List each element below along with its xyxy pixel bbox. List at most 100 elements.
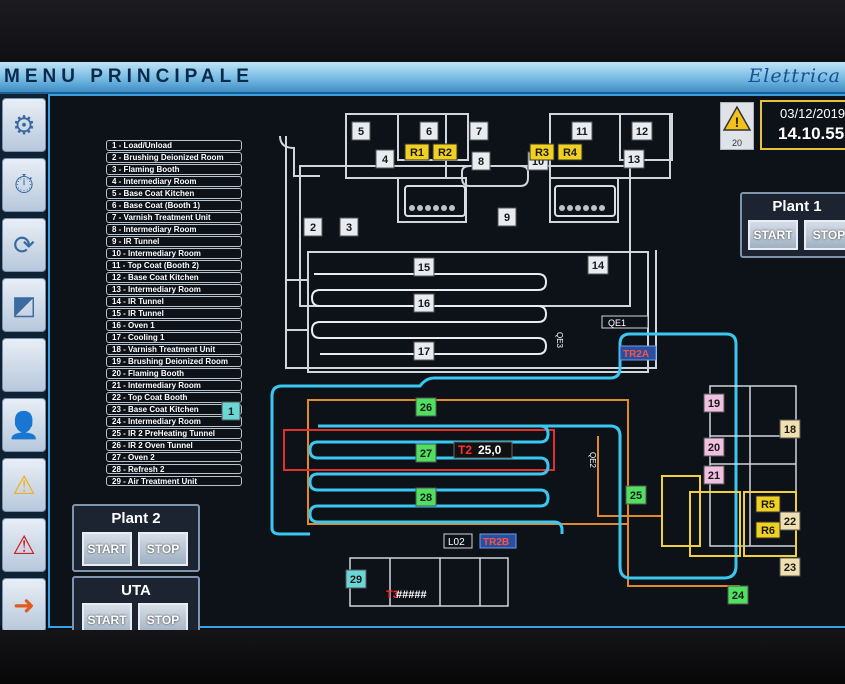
robot-r5-box[interactable] [755,495,781,513]
zone-17-box[interactable] [413,341,435,361]
brand-logo: Elettrica [748,65,841,87]
zone-22-box[interactable] [779,511,801,531]
zone-list-item[interactable]: 14 - IR Tunnel [106,295,242,307]
zone-list-item[interactable]: 24 - Intermediary Room [106,415,242,427]
zone-list-item[interactable]: 3 - Flaming Booth [106,163,242,175]
hmi-screen: MENU PRINCIPALE Elettrica ⚙ ⏱ ⟳ ◩ 👤 ⚠ ⚠ ➜ 1 - L… [0,62,845,642]
t2-value: 25,0 [478,443,502,457]
zone-14-label: 14 [592,260,605,272]
zone-list-item[interactable]: 4 - Intermediary Room [106,175,242,187]
zone-1-label: 1 [228,406,234,418]
zone-list-item[interactable]: 28 - Refresh 2 [106,463,242,475]
monitor-bezel-bottom [0,630,845,684]
zone-list-item[interactable]: 22 - Top Coat Booth [106,391,242,403]
zone-list-item[interactable]: 9 - IR Tunnel [106,235,242,247]
refresh-button[interactable]: ⟳ [2,218,46,272]
zone-list-item[interactable]: 1 - Load/Unload [106,140,242,151]
robot-r4-box[interactable] [557,143,583,161]
zone-list-item[interactable]: 25 - IR 2 PreHeating Tunnel [106,427,242,439]
warning-icon: ! [722,105,752,131]
zone-6-box[interactable] [419,121,439,141]
zone-25-box[interactable] [625,485,647,505]
plant2-stop-button[interactable]: STOP [138,532,188,566]
robot-r1-box[interactable] [404,143,430,161]
zone-19-box[interactable] [703,393,725,413]
zone-list-item[interactable]: 19 - Brushing Deionized Room [106,355,242,367]
plant1-start-button[interactable]: START [748,220,798,250]
zone-list-item[interactable]: 15 - IR Tunnel [106,307,242,319]
zone-29-box[interactable] [345,569,367,589]
robot-r2-box[interactable] [432,143,458,161]
blank-button[interactable] [2,338,46,392]
zone-27-box[interactable] [415,443,437,463]
zone-list-item[interactable]: 10 - Intermediary Room [106,247,242,259]
zone-21-box[interactable] [703,465,725,485]
zone-29-label: 29 [350,574,362,586]
zone-12-box[interactable] [631,121,653,141]
zone-14-box[interactable] [587,255,609,275]
user-key-button[interactable]: 👤 [2,398,46,452]
zone-4-box[interactable] [375,149,395,169]
zone-24-box[interactable] [727,585,749,605]
zone-9-box[interactable] [497,207,517,227]
zone-11-box[interactable] [571,121,593,141]
zone-20-box[interactable] [703,437,725,457]
gear-button[interactable]: ⚙ [2,98,46,152]
zone-8-box[interactable] [471,151,491,171]
zone-3-box[interactable] [339,217,359,237]
plant2-start-button[interactable]: START [82,532,132,566]
robot-r6-box[interactable] [755,521,781,539]
alarm-button[interactable]: ⚠ [2,518,46,572]
zone-list-item[interactable]: 2 - Brushing Deionized Room [106,151,242,163]
zone-list-item[interactable]: 17 - Cooling 1 [106,331,242,343]
date-display: 03/12/2019 [780,106,845,121]
title-bar: MENU PRINCIPALE Elettrica [0,62,845,94]
zone-18-box[interactable] [779,419,801,439]
plant1-stop-button[interactable]: STOP [804,220,845,250]
zone-list-item[interactable]: 7 - Varnish Treatment Unit [106,211,242,223]
warning-button[interactable]: ⚠ [2,458,46,512]
zone-list-item[interactable]: 13 - Intermediary Room [106,283,242,295]
zone-list-item[interactable]: 21 - Intermediary Room [106,379,242,391]
svg-text:!: ! [735,114,740,130]
zone-15-box[interactable] [413,257,435,277]
zone-28-box[interactable] [415,487,437,507]
zone-27-label: 27 [420,448,432,460]
zone-list-item[interactable]: 20 - Flaming Booth [106,367,242,379]
zone-list-item[interactable]: 8 - Intermediary Room [106,223,242,235]
monitor-bezel-top [0,0,845,62]
tr2b-label: TR2B [483,537,509,548]
zone-25-label: 25 [630,490,642,502]
screen-button[interactable]: ◩ [2,278,46,332]
zone-list-item[interactable]: 23 - Base Coat Kitchen [106,403,242,415]
robot-r3-box[interactable] [529,143,555,161]
zone-7-box[interactable] [469,121,489,141]
zone-13-box[interactable] [623,149,645,169]
zone-list-item[interactable]: 18 - Varnish Treatment Unit [106,343,242,355]
zone-23-box[interactable] [779,557,801,577]
zone-2-box[interactable] [303,217,323,237]
zone-23-label: 23 [784,562,796,574]
zone-26-label: 26 [420,402,432,414]
robot-r1-label: R1 [410,147,424,159]
alarm-indicator[interactable]: ! 20 [720,102,754,150]
stopwatch-button[interactable]: ⏱ [2,158,46,212]
zone-list-item[interactable]: 6 - Base Coat (Booth 1) [106,199,242,211]
zone-list-item[interactable]: 5 - Base Coat Kitchen [106,187,242,199]
zone-5-box[interactable] [351,121,371,141]
zone-list-item[interactable]: 16 - Oven 1 [106,319,242,331]
exit-button[interactable]: ➜ [2,578,46,632]
t2-label: T2 [458,443,472,457]
zone-list-item[interactable]: 29 - Air Treatment Unit [106,475,242,487]
zone-list-item[interactable]: 26 - IR 2 Oven Tunnel [106,439,242,451]
zone-list-item[interactable]: 27 - Oven 2 [106,451,242,463]
zone-16-box[interactable] [413,293,435,313]
zone-list-item[interactable]: 12 - Base Coat Kitchen [106,271,242,283]
zone-1-box[interactable] [221,401,241,421]
zone-list-item[interactable]: 11 - Top Coat (Booth 2) [106,259,242,271]
stopwatch-icon: ⏱ [13,169,35,199]
zone-4-label: 4 [382,154,389,166]
zone-26-box[interactable] [415,397,437,417]
plant1-panel: Plant 1 START STOP [740,192,845,258]
time-display: 14.10.55 [778,124,845,143]
